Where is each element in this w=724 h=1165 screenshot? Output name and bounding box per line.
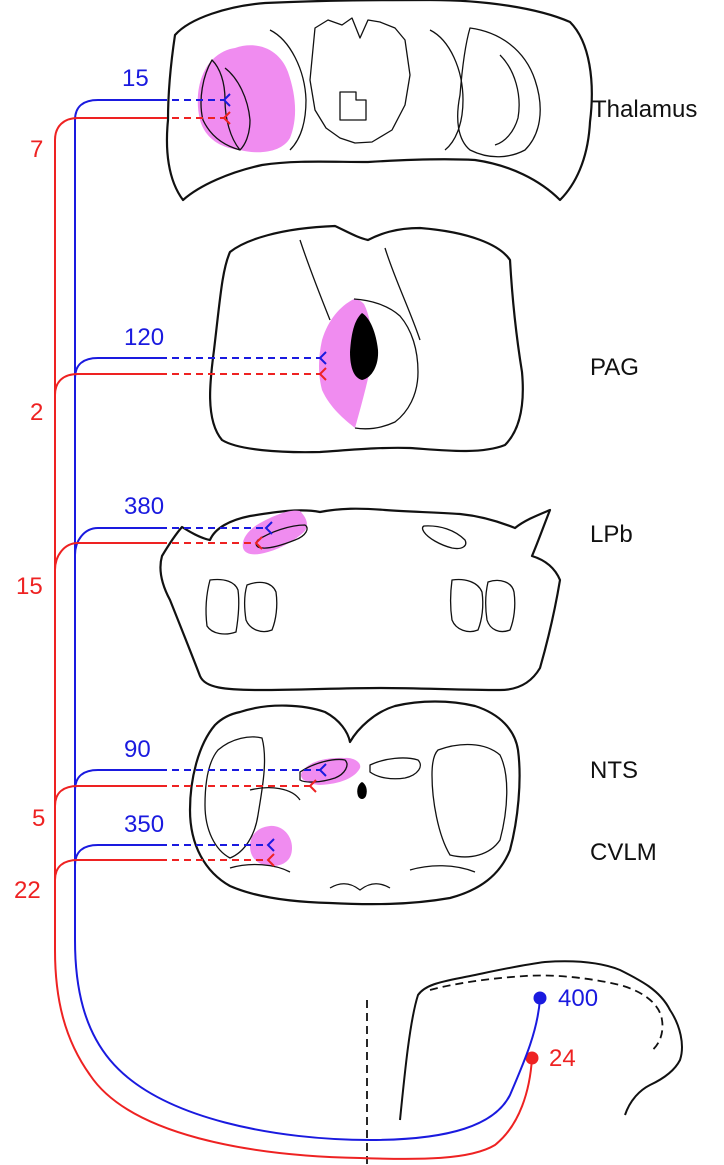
nts-label: NTS xyxy=(590,757,638,784)
pag-red-count: 2 xyxy=(30,399,43,426)
red-branch-pag xyxy=(55,374,160,395)
pag-label: PAG xyxy=(590,354,639,381)
pag-section: PAG xyxy=(210,226,639,452)
red-branch-cvlm xyxy=(55,860,160,880)
thalamus-red-count: 7 xyxy=(30,136,43,163)
medulla-outline xyxy=(190,702,520,905)
spinal-gray-dashed xyxy=(430,975,663,1052)
spinal-section xyxy=(367,961,682,1165)
thalamus-section: Thalamus xyxy=(167,0,697,200)
red-branch-lpb xyxy=(55,543,160,570)
cvlm-blue-count: 350 xyxy=(124,811,164,838)
spinal-red-count: 24 xyxy=(549,1045,576,1072)
lpb-red-count: 15 xyxy=(16,573,43,600)
lpb-outline xyxy=(160,509,560,690)
thalamus-blue-count: 15 xyxy=(122,65,149,92)
thalamus-pink-area xyxy=(198,45,295,152)
pag-blue-count: 120 xyxy=(124,324,164,351)
lpb-label: LPb xyxy=(590,521,633,548)
spinal-outline xyxy=(400,961,682,1120)
blue-branch-cvlm xyxy=(75,845,160,865)
red-branch-nts xyxy=(55,786,160,806)
thalamus-label: Thalamus xyxy=(592,96,697,123)
spinal-blue-count: 400 xyxy=(558,985,598,1012)
lpb-blue-count: 380 xyxy=(124,493,164,520)
cvlm-label: CVLM xyxy=(590,839,657,866)
nts-blue-count: 90 xyxy=(124,736,151,763)
medulla-section: NTS CVLM xyxy=(190,702,657,905)
cvlm-red-count: 22 xyxy=(14,877,41,904)
nts-red-count: 5 xyxy=(32,805,45,832)
lpb-section: LPb xyxy=(160,509,632,690)
blue-branch-lpb xyxy=(75,528,160,555)
